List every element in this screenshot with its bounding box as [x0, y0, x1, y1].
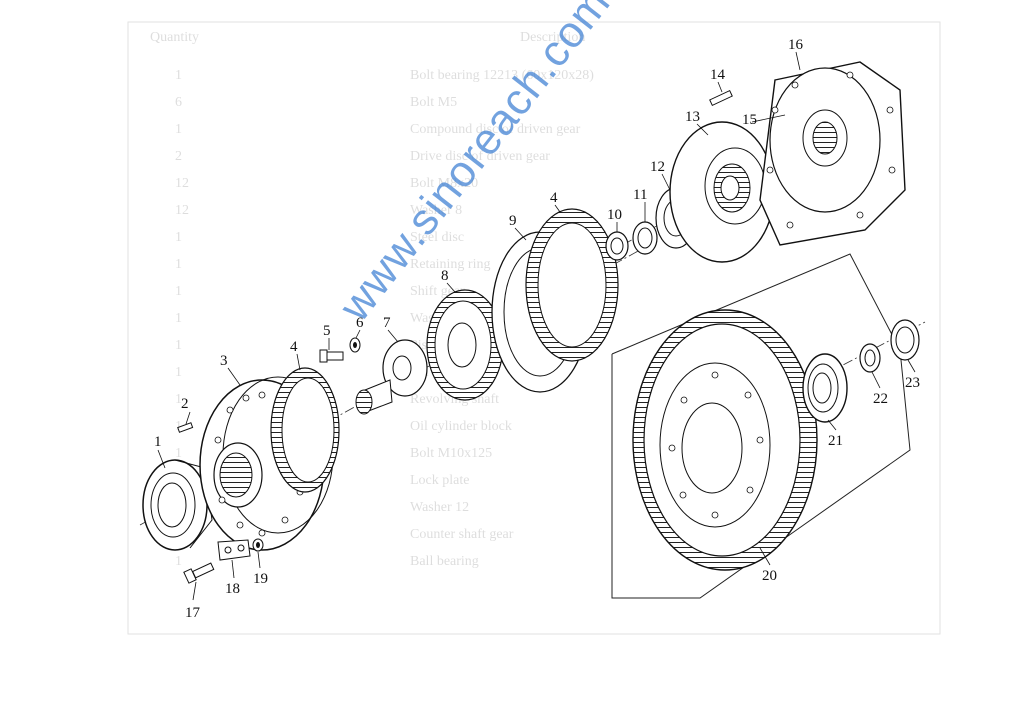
ring-part-11	[632, 221, 658, 255]
washer-part-19	[252, 538, 264, 552]
table-header-description: Description	[520, 30, 586, 45]
callout-6: 6	[356, 315, 364, 331]
table-row-quantity: 12	[175, 203, 189, 218]
table-row-quantity: 1	[175, 392, 182, 407]
callout-18: 18	[225, 581, 240, 597]
table-row-description: Washer 12	[410, 500, 470, 515]
lock-plate-part-18	[217, 539, 251, 561]
friction-ring-part-4-left	[270, 367, 340, 493]
bolt-part-17	[183, 562, 215, 584]
callout-2: 2	[181, 396, 189, 412]
table-row-quantity: 1	[175, 311, 182, 326]
table-header-quantity: Quantity	[150, 30, 199, 45]
table-row-quantity: 1	[175, 230, 182, 245]
big-gear-part-20	[632, 309, 818, 571]
table-row-quantity: 1	[175, 446, 182, 461]
housing-part-16	[759, 61, 906, 246]
table-row-quantity: 1	[175, 257, 182, 272]
table-row-quantity: 2	[175, 149, 182, 164]
callout-16: 16	[788, 37, 804, 53]
bolt-part-5	[319, 349, 344, 363]
callout-7: 7	[383, 315, 391, 331]
callout-5: 5	[323, 323, 331, 339]
table-row-quantity: 1	[175, 419, 182, 434]
ring-part-10	[605, 231, 629, 261]
table-row-description: Bolt M5	[410, 95, 458, 110]
pin-part-14	[709, 89, 733, 107]
callout-15: 15	[742, 112, 757, 128]
table-row-description: Steel disc	[410, 230, 465, 245]
table-row-description: Lock plate	[410, 473, 470, 488]
table-row-description: Oil cylinder block	[410, 419, 512, 434]
table-row-quantity: 1	[175, 284, 182, 299]
table-row-description: Counter shaft gear	[410, 527, 514, 542]
callout-9: 9	[509, 213, 517, 229]
table-row-description: Washer 8	[410, 203, 463, 218]
callout-19: 19	[253, 571, 268, 587]
gear-part-8	[426, 289, 504, 401]
figure-frame	[127, 21, 941, 635]
table-row-description: Bolt bearing 12213 (60x120x28)	[410, 68, 594, 83]
table-row-quantity: 1	[175, 122, 182, 137]
callout-20: 20	[762, 568, 777, 584]
callout-23: 23	[905, 375, 920, 391]
table-row-description: Bolt M10x125	[410, 446, 493, 461]
bearing-part-21	[802, 353, 848, 423]
bearing-part-1	[142, 459, 213, 551]
pin-part-2	[177, 422, 194, 433]
table-row-description: Bolt M8x20	[410, 176, 479, 191]
table-row-description: Retaining ring	[410, 257, 491, 272]
callout-1: 1	[154, 434, 162, 450]
driven-disc-part-13	[669, 121, 775, 263]
ring-part-22	[859, 343, 881, 373]
callout-3: 3	[220, 353, 228, 369]
table-row-description: Ball bearing	[410, 554, 479, 569]
table-row-quantity: 1	[175, 338, 182, 353]
table-row-description: Compound disc of driven gear	[410, 122, 581, 137]
callout-14: 14	[710, 67, 726, 83]
callout-10: 10	[607, 207, 622, 223]
callout-21: 21	[828, 433, 843, 449]
leader-lines	[157, 51, 916, 601]
callout-4-left: 4	[290, 339, 298, 355]
callout-labels: 1 2 3 4 4 5 6 7 8 9 10 11 12 13 14 15 16…	[154, 37, 920, 621]
washer-part-6	[349, 337, 361, 353]
callout-22: 22	[873, 391, 888, 407]
table-row-quantity: 1	[175, 365, 182, 380]
gear-assembly-frame	[611, 253, 911, 599]
callout-13: 13	[685, 109, 700, 125]
table-row-quantity: 1	[175, 554, 182, 569]
ring-part-23	[890, 319, 920, 361]
callout-12: 12	[650, 159, 665, 175]
table-row-quantity: 6	[175, 95, 182, 110]
table-row-description: Drive disc of driven gear	[410, 149, 550, 164]
callout-8: 8	[441, 268, 449, 284]
callout-17: 17	[185, 605, 201, 621]
shaft-part-7	[355, 339, 428, 415]
callout-4-right: 4	[550, 190, 558, 206]
friction-ring-part-4-right	[525, 208, 619, 362]
table-row-quantity: 1	[175, 68, 182, 83]
callout-11: 11	[633, 187, 647, 203]
table-row-quantity: 12	[175, 176, 189, 191]
